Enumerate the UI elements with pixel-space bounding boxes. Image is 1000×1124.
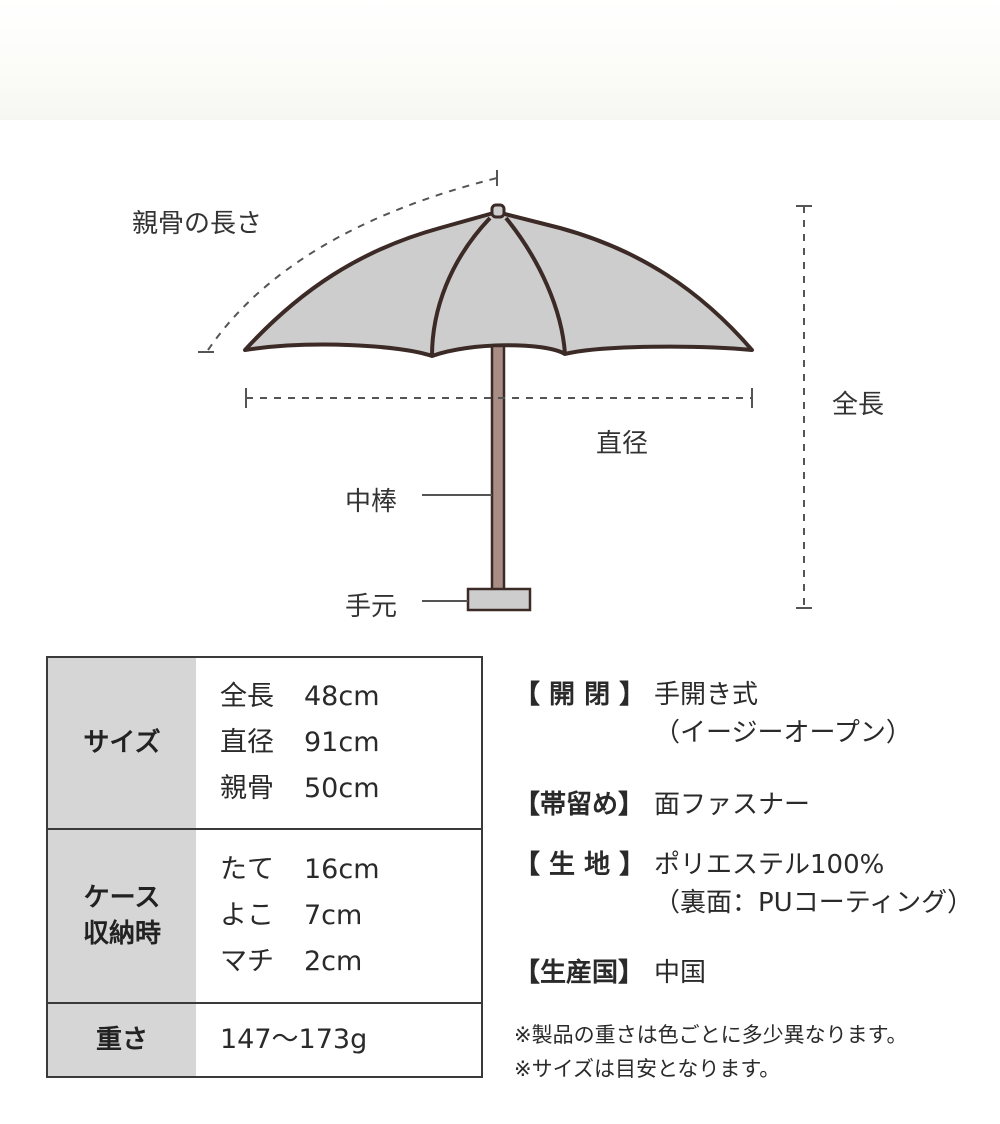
spec-value: 7cm bbox=[304, 900, 363, 931]
spec-value: 50cm bbox=[304, 773, 380, 804]
spec-row-size: サイズ 全長 48cm 直径 91cm 親骨 50cm bbox=[48, 658, 481, 828]
detail-value-line: 面ファスナー bbox=[654, 790, 811, 820]
detail-key: 【帯留め】 bbox=[514, 790, 645, 820]
spec-key: たて bbox=[220, 854, 274, 885]
spec-head-weight: 重さ bbox=[48, 1004, 196, 1076]
detail-value-line: 中国 bbox=[654, 958, 707, 988]
canopy-seam-right bbox=[504, 216, 567, 355]
spec-table: サイズ 全長 48cm 直径 91cm 親骨 50cm ケース 収納時 たて 16cm … bbox=[46, 656, 483, 1078]
detail-key: 【生産国】 bbox=[514, 958, 645, 988]
shaft-label: 中棒 bbox=[345, 487, 398, 517]
spec-head-size: サイズ bbox=[48, 658, 196, 828]
detail-key: 【 開 閉 】 bbox=[514, 680, 646, 710]
rib-length-arc bbox=[207, 177, 498, 351]
spec-key: よこ bbox=[220, 900, 274, 931]
spec-key: マチ bbox=[220, 946, 274, 977]
umbrella-illustration bbox=[198, 170, 812, 612]
spec-value: 48cm bbox=[304, 681, 380, 712]
spec-line: 直径 91cm bbox=[220, 720, 481, 766]
detail-value: 手開き式 （イージーオープン） bbox=[654, 676, 912, 752]
spec-line: 全長 48cm bbox=[220, 674, 481, 720]
spec-body-size: 全長 48cm 直径 91cm 親骨 50cm bbox=[196, 658, 481, 828]
diameter-label: 直径 bbox=[596, 429, 649, 459]
canopy-seam-left bbox=[430, 216, 492, 357]
rib-length-label: 親骨の長さ bbox=[132, 209, 263, 239]
umbrella-canopy bbox=[243, 210, 754, 358]
detail-value-line: （裏面：PUコーティング） bbox=[654, 888, 974, 918]
spec-head-text: 重さ bbox=[95, 1025, 148, 1055]
spec-row-weight: 重さ 147〜173g bbox=[48, 1002, 481, 1076]
detail-open-close: 【 開 閉 】 手開き式 （イージーオープン） bbox=[514, 676, 912, 752]
detail-value-line: ポリエステル100% bbox=[654, 850, 885, 880]
spec-head-text: サイズ bbox=[83, 728, 161, 758]
notes: ※製品の重さは色ごとに多少異なります。 ※サイズは目安となります。 bbox=[514, 1018, 908, 1086]
detail-key: 【 生 地 】 bbox=[514, 850, 646, 880]
note-weight: ※製品の重さは色ごとに多少異なります。 bbox=[514, 1023, 908, 1047]
detail-fabric: 【 生 地 】 ポリエステル100% （裏面：PUコーティング） bbox=[514, 846, 973, 922]
umbrella-diagram: 親骨の長さ 全長 直径 中棒 手元 bbox=[132, 170, 885, 622]
spec-body-case: たて 16cm よこ 7cm マチ 2cm bbox=[196, 830, 481, 1002]
umbrella-handle bbox=[466, 587, 532, 612]
spec-value: 2cm bbox=[304, 946, 363, 977]
top-background-band bbox=[0, 0, 1000, 120]
detail-value: 面ファスナー bbox=[654, 786, 810, 824]
spec-body-weight: 147〜173g bbox=[196, 1004, 481, 1076]
spec-row-case: ケース 収納時 たて 16cm よこ 7cm マチ 2cm bbox=[48, 828, 481, 1002]
note-size: ※サイズは目安となります。 bbox=[514, 1057, 781, 1081]
spec-head-text: 収納時 bbox=[82, 919, 161, 949]
spec-line: たて 16cm bbox=[220, 847, 481, 893]
detail-value-line: 手開き式 bbox=[654, 680, 759, 710]
spec-value: 91cm bbox=[304, 727, 380, 758]
handle-label: 手元 bbox=[345, 592, 398, 622]
spec-line: 親骨 50cm bbox=[220, 766, 481, 812]
detail-value: ポリエステル100% （裏面：PUコーティング） bbox=[654, 846, 973, 922]
spec-key: 直径 bbox=[220, 727, 274, 758]
total-length-label: 全長 bbox=[832, 390, 885, 420]
umbrella-tip bbox=[490, 203, 506, 219]
spec-head-text: ケース bbox=[83, 883, 161, 913]
spec-key: 親骨 bbox=[220, 773, 274, 804]
spec-line: 147〜173g bbox=[220, 1017, 481, 1063]
detail-value: 中国 bbox=[654, 954, 706, 992]
detail-strap: 【帯留め】 面ファスナー bbox=[514, 786, 810, 824]
spec-head-case: ケース 収納時 bbox=[48, 830, 196, 1002]
detail-origin: 【生産国】 中国 bbox=[514, 954, 706, 992]
detail-value-line: （イージーオープン） bbox=[654, 718, 912, 748]
spec-line: よこ 7cm bbox=[220, 893, 481, 939]
umbrella-shaft bbox=[490, 344, 506, 592]
spec-value: 16cm bbox=[304, 854, 380, 885]
spec-line: マチ 2cm bbox=[220, 939, 481, 985]
spec-value: 147〜173g bbox=[220, 1024, 368, 1055]
spec-key: 全長 bbox=[220, 681, 274, 712]
